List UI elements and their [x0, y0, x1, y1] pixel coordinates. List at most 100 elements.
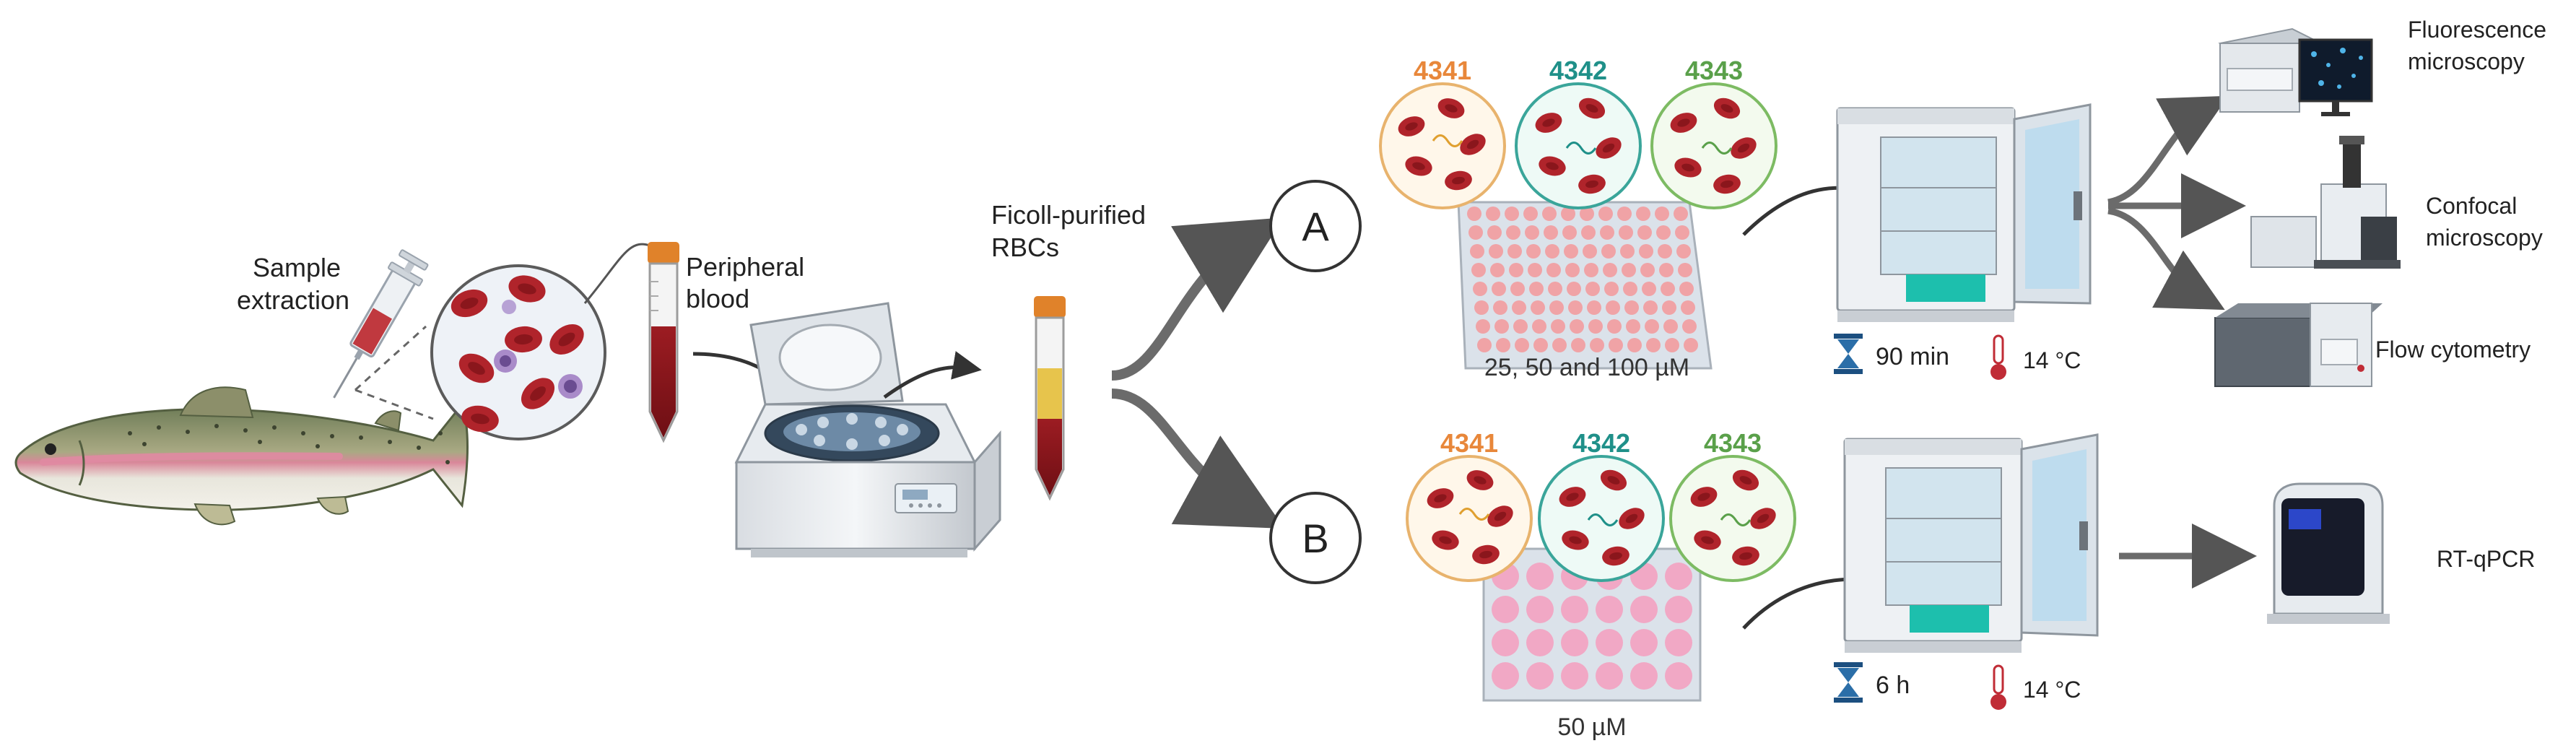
well — [1492, 282, 1506, 296]
arrow-to-fluorescence — [2107, 95, 2229, 206]
well — [1639, 244, 1653, 259]
well — [1636, 207, 1650, 221]
confocal-label-2: microscopy — [2426, 225, 2543, 251]
well — [1642, 282, 1656, 296]
strain-label-4341-b: 4341 — [1440, 428, 1498, 458]
well-plate-96 — [1457, 201, 1713, 370]
well — [1561, 629, 1588, 656]
well — [1598, 207, 1613, 221]
well — [1655, 207, 1669, 221]
well — [1526, 662, 1554, 690]
well — [1546, 263, 1561, 277]
well — [1609, 338, 1623, 352]
well — [1581, 225, 1596, 240]
well — [1617, 207, 1632, 221]
strain-label-4341-a: 4341 — [1414, 56, 1471, 85]
hourglass-icon-b — [1834, 662, 1863, 703]
well — [1523, 207, 1538, 221]
well — [1512, 300, 1526, 315]
well — [1492, 662, 1519, 690]
well — [1513, 319, 1528, 334]
fluorescence-label-1: Fluorescence — [2408, 17, 2546, 43]
well — [1561, 596, 1588, 623]
well — [1552, 338, 1567, 352]
well — [1496, 338, 1510, 352]
well — [1562, 225, 1577, 240]
arrow-to-branch-b — [1111, 388, 1285, 529]
well — [1510, 282, 1525, 296]
well — [1531, 300, 1545, 315]
strain-label-4342-a: 4342 — [1549, 56, 1607, 85]
well — [1662, 300, 1676, 315]
flow-cytometer-icon — [2214, 303, 2383, 387]
well — [1630, 629, 1658, 656]
well — [1565, 263, 1580, 277]
ficoll-label-2: RBCs — [991, 233, 1059, 262]
strain-label-4342-b: 4342 — [1572, 428, 1630, 458]
well — [1661, 282, 1675, 296]
well — [1549, 300, 1564, 315]
well — [1596, 662, 1623, 690]
well — [1526, 244, 1541, 259]
well — [1681, 300, 1695, 315]
well — [1623, 282, 1637, 296]
fish-icon — [14, 386, 469, 526]
strain-circle-4342-b — [1538, 455, 1665, 582]
well — [1674, 207, 1688, 221]
well — [1505, 207, 1519, 221]
well — [1526, 596, 1554, 623]
well — [1645, 319, 1659, 334]
concentration-a: 25, 50 and 100 µM — [1484, 354, 1689, 381]
well — [1486, 207, 1500, 221]
branch-b-letter: B — [1302, 516, 1328, 561]
incubator-icon-a — [1836, 103, 2092, 322]
well — [1624, 300, 1639, 315]
strain-circle-4342-a — [1515, 82, 1642, 209]
well — [1525, 225, 1539, 240]
well — [1587, 300, 1601, 315]
branch-a-badge: A — [1269, 180, 1362, 272]
well — [1471, 263, 1486, 277]
temperature-a: 14 °C — [2023, 347, 2081, 373]
well — [1596, 629, 1623, 656]
thermometer-icon-b — [1990, 664, 2006, 710]
well — [1492, 596, 1519, 623]
arrow-to-flow — [2107, 207, 2225, 311]
well — [1548, 282, 1562, 296]
qpcr-label: RT-qPCR — [2437, 546, 2535, 572]
well — [1467, 207, 1481, 221]
well — [1490, 263, 1505, 277]
well — [1551, 319, 1565, 334]
thermometer-icon-a — [1990, 334, 2006, 380]
strain-label-4343-a: 4343 — [1685, 56, 1743, 85]
well — [1542, 207, 1557, 221]
well — [1627, 338, 1642, 352]
well — [1600, 225, 1614, 240]
microscope-icon-confocal — [2250, 136, 2401, 269]
well — [1474, 300, 1489, 315]
well — [1637, 225, 1652, 240]
well — [1596, 596, 1623, 623]
well — [1590, 338, 1604, 352]
well — [1583, 244, 1597, 259]
well — [1544, 225, 1558, 240]
well — [1468, 225, 1483, 240]
well — [1658, 244, 1672, 259]
well — [1665, 596, 1692, 623]
confocal-label-1: Confocal — [2426, 193, 2517, 219]
blood-zoom-circle — [430, 264, 606, 440]
well — [1646, 338, 1661, 352]
well — [1659, 263, 1674, 277]
time-a: 90 min — [1876, 343, 1949, 370]
well — [1489, 244, 1503, 259]
ficoll-tube-icon — [1034, 296, 1066, 501]
well — [1567, 282, 1581, 296]
well — [1528, 263, 1542, 277]
well — [1532, 319, 1546, 334]
strain-circle-4341-b — [1406, 455, 1533, 582]
well — [1620, 244, 1635, 259]
well — [1571, 338, 1585, 352]
well — [1643, 300, 1658, 315]
ficoll-label-1: Ficoll-purified — [991, 200, 1146, 230]
well — [1493, 300, 1507, 315]
